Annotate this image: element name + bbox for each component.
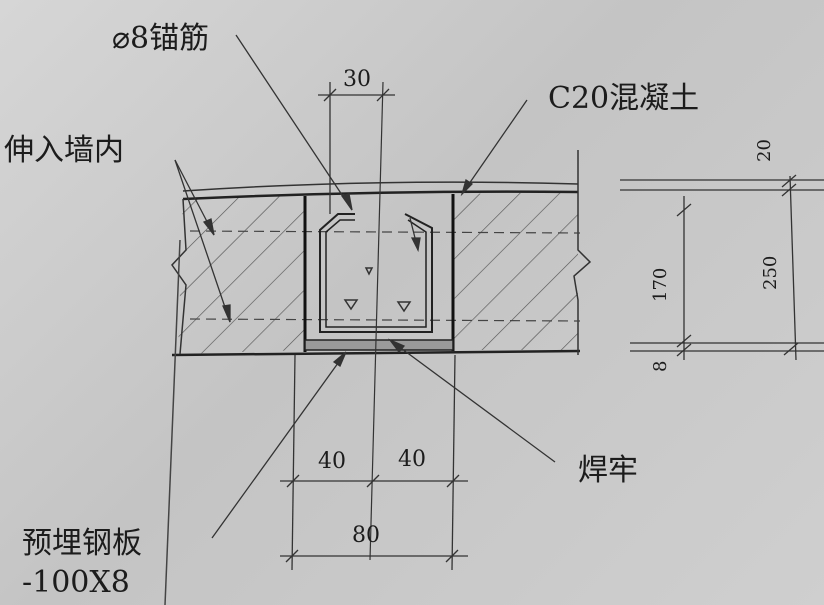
dim-170: 170 [650,268,671,302]
dim-250: 250 [760,256,781,290]
margin-line [164,239,181,605]
label-anchor-rebar: ⌀8锚筋 [112,21,209,56]
aggregate-marks [343,267,412,313]
dim-30: 30 [343,67,371,92]
label-weld: 焊牢 [578,453,638,488]
anchor-rebar [319,213,433,333]
dim-bottom [280,354,468,571]
label-concrete: C20混凝土 [548,81,699,116]
label-plate-size: -100X8 [22,565,130,600]
label-steel-plate: 预埋钢板 [22,526,142,561]
dim-right [620,174,824,361]
dim-80: 80 [352,523,380,548]
dashed-line-upper [189,230,581,234]
embedded-steel-plate [304,339,454,351]
wall-right-block [453,192,578,350]
wall-left-block [178,196,305,354]
center-line [369,81,384,561]
leader-lines [174,34,556,539]
left-edge [171,198,187,355]
dim-top [318,82,395,214]
dim-40-right: 40 [398,447,426,472]
dim-8: 8 [650,361,671,372]
label-into-wall: 伸入墙内 [4,133,124,168]
dashed-line-lower [189,318,581,322]
dim-20: 20 [754,139,775,162]
dim-40-left: 40 [318,449,346,474]
